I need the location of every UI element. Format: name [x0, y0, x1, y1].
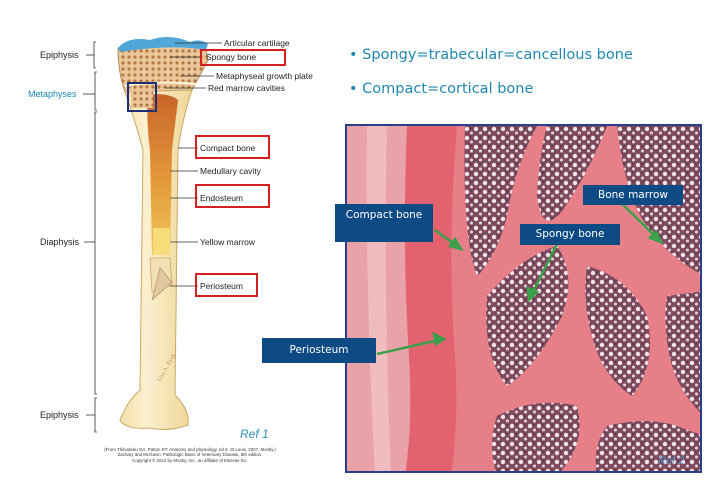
callout-compact-bone: Compact bone [335, 204, 433, 242]
periosteum-label: Periosteum [200, 281, 243, 291]
long-bone-illustration: Lisa A. Byck [83, 36, 222, 433]
credit-line-3: Copyright © 2012 by Mosby, Inc., an affi… [132, 457, 248, 463]
spongy-bone-highlight-box [200, 49, 286, 66]
callout-periosteum: Periosteum [262, 338, 376, 363]
endosteum-label: Endosteum [200, 193, 243, 203]
compact-bone-highlight-box [195, 135, 270, 159]
bullet-dot-icon: • [349, 47, 363, 63]
bullet-spongy: • Spongy=trabecular=cancellous bone [349, 47, 633, 63]
credit-line-2: Zachary and McGavin: Pathologic Basis of… [117, 452, 263, 458]
diaphysis-label: Diaphysis [40, 237, 80, 247]
bullet-compact: • Compact=cortical bone [349, 81, 533, 97]
epiphysis-top-label: Epiphysis [40, 50, 79, 60]
medullary-cavity-label: Medullary cavity [200, 166, 261, 176]
red-marrow-cavities-label: Red marrow cavities [208, 83, 285, 93]
histology-image [347, 126, 700, 471]
callout-bone-marrow: Bone marrow [583, 185, 683, 205]
articular-cartilage-label: Articular cartilage [224, 38, 290, 48]
figure-credit: (From Thibodeau GA, Patton KT: Anatomy a… [95, 447, 285, 463]
epiphysis-bottom-label: Epiphysis [40, 410, 79, 420]
histology-micrograph [345, 124, 702, 473]
credit-line-1: (From Thibodeau GA, Patton KT: Anatomy a… [104, 447, 276, 452]
yellow-marrow-label: Yellow marrow [200, 237, 255, 247]
bullet-spongy-text: Spongy=trabecular=cancellous bone [362, 47, 633, 63]
periosteum-highlight-box [195, 273, 258, 297]
metaphyses-label: Metaphyses [28, 89, 77, 99]
ref-2-label: Ref 2 [658, 455, 685, 467]
ref-1-label: Ref 1 [240, 427, 269, 441]
bullet-dot-icon: • [349, 81, 363, 97]
callout-spongy-bone: Spongy bone [520, 224, 620, 245]
spongy-bone-label: Spongy bone [206, 52, 257, 62]
endosteum-highlight-box [195, 184, 270, 208]
metaphyseal-growth-plate-label: Metaphyseal growth plate [216, 71, 313, 81]
compact-bone-label: Compact bone [200, 143, 256, 153]
bullet-compact-text: Compact=cortical bone [362, 81, 534, 97]
